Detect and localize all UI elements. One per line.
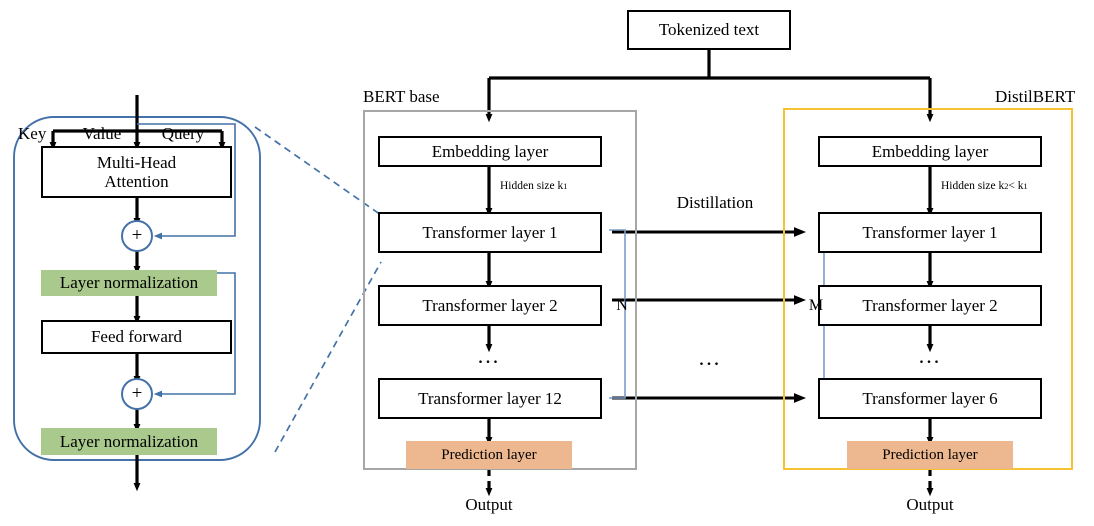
value-label: Value bbox=[82, 124, 122, 143]
layer-normalization-label-2: Layer normalization bbox=[59, 431, 199, 451]
distilbert-layers-ellipsis: ... bbox=[918, 343, 942, 368]
tokenized-text-fanout bbox=[487, 50, 932, 104]
add-circle-1 bbox=[121, 220, 153, 252]
layer-normalization-box-1[interactable]: Layer normalization bbox=[41, 270, 217, 296]
distilbert-m-bracket-label: M bbox=[808, 297, 824, 314]
feed-forward-box[interactable]: Feed forward bbox=[41, 320, 232, 354]
distilbert-transformer-layer-6-label: Transformer layer 6 bbox=[862, 388, 998, 408]
bert-n-bracket bbox=[609, 229, 626, 399]
distilbert-panel-title: DistilBERT bbox=[995, 87, 1076, 106]
add-circle-2 bbox=[121, 378, 153, 410]
distilbert-hidden-size-lt: < k bbox=[1008, 180, 1024, 192]
distilbert-embedding-layer-label: Embedding layer bbox=[871, 141, 989, 161]
bert-hidden-size-text: Hidden size k bbox=[500, 180, 564, 192]
multi-head-attention-label: Multi-Head Attention bbox=[96, 152, 177, 191]
distilbert-prediction-layer-box[interactable]: Prediction layer bbox=[847, 441, 1013, 469]
feed-forward-label: Feed forward bbox=[90, 327, 183, 347]
distilbert-transformer-layer-2-box[interactable]: Transformer layer 2 bbox=[818, 285, 1042, 326]
distilbert-transformer-layer-6-box[interactable]: Transformer layer 6 bbox=[818, 378, 1042, 419]
tokenized-text-label: Tokenized text bbox=[658, 20, 760, 40]
residual-connection-1 bbox=[137, 123, 236, 240]
layer-normalization-box-2[interactable]: Layer normalization bbox=[41, 428, 217, 455]
distilbert-transformer-layer-2-label: Transformer layer 2 bbox=[862, 295, 998, 315]
bert-transformer-layer-1-box[interactable]: Transformer layer 1 bbox=[378, 212, 602, 253]
bert-n-bracket-label: N bbox=[616, 297, 628, 314]
bert-transformer-layer-2-label: Transformer layer 2 bbox=[422, 295, 558, 315]
bert-hidden-size-subscript: 1 bbox=[563, 181, 568, 191]
bert-transformer-layer-1-label: Transformer layer 1 bbox=[422, 222, 558, 242]
bert-embedding-layer-box[interactable]: Embedding layer bbox=[378, 136, 602, 167]
tokenized-text-box[interactable]: Tokenized text bbox=[627, 10, 791, 50]
distilbert-hidden-size-subscript-2: 2 bbox=[1004, 181, 1009, 191]
distillation-arrows bbox=[612, 227, 806, 403]
distilbert-hidden-size-text: Hidden size k bbox=[941, 180, 1005, 192]
bert-embedding-layer-label: Embedding layer bbox=[431, 141, 549, 161]
add-symbol-1: + bbox=[131, 225, 143, 246]
bert-transformer-layer-12-box[interactable]: Transformer layer 12 bbox=[378, 378, 602, 419]
bert-transformer-layer-2-box[interactable]: Transformer layer 2 bbox=[378, 285, 602, 326]
detail-main-flow bbox=[49, 95, 226, 492]
bert-panel bbox=[363, 110, 637, 470]
distilbert-embedding-layer-box[interactable]: Embedding layer bbox=[818, 136, 1042, 167]
bert-panel-title: BERT base bbox=[363, 87, 440, 106]
bert-layers-ellipsis: ... bbox=[477, 343, 501, 368]
query-label: Query bbox=[161, 124, 205, 143]
distilbert-output-label: Output bbox=[906, 495, 954, 514]
distilbert-prediction-layer-label: Prediction layer bbox=[882, 446, 978, 463]
layer-normalization-label-1: Layer normalization bbox=[59, 273, 199, 293]
bert-prediction-layer-label: Prediction layer bbox=[441, 446, 537, 463]
distillation-label: Distillation bbox=[676, 193, 754, 212]
distilbert-transformer-layer-1-label: Transformer layer 1 bbox=[862, 222, 998, 242]
bert-output-label: Output bbox=[465, 495, 513, 514]
bert-prediction-layer-box[interactable]: Prediction layer bbox=[406, 441, 572, 469]
distilbert-hidden-size-subscript-1: 1 bbox=[1023, 181, 1028, 191]
distillation-ellipsis: ... bbox=[698, 345, 722, 370]
multi-head-attention-box[interactable]: Multi-Head Attention bbox=[41, 146, 232, 198]
add-symbol-2: + bbox=[131, 383, 143, 404]
distilbert-panel bbox=[783, 108, 1073, 470]
key-label: Key bbox=[18, 124, 47, 143]
bert-transformer-layer-12-label: Transformer layer 12 bbox=[418, 388, 562, 408]
distilbert-transformer-layer-1-box[interactable]: Transformer layer 1 bbox=[818, 212, 1042, 253]
